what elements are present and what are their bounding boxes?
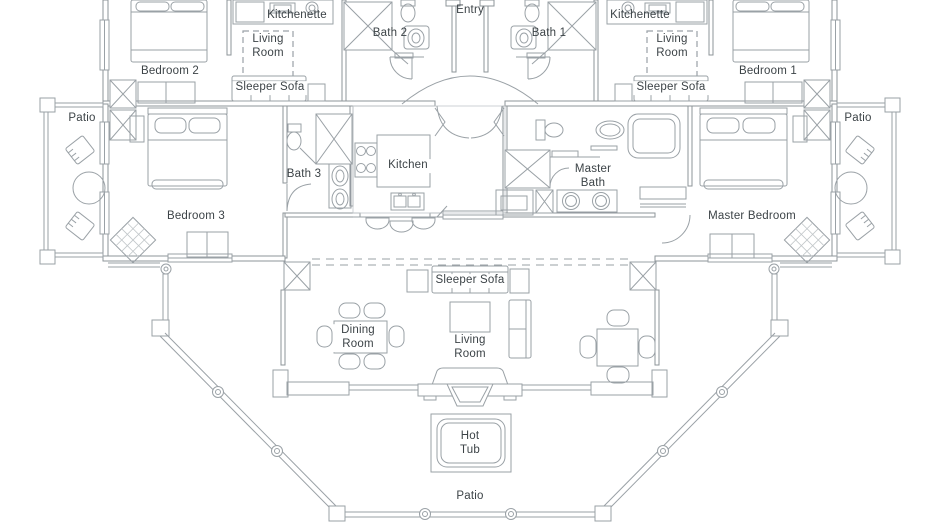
- patio-right-furniture: [834, 97, 901, 265]
- room-label-kitchenette-right: Kitchenette: [610, 9, 670, 22]
- master-bath-fixtures: [495, 113, 691, 244]
- room-label-living-room-main: Living Room: [454, 334, 486, 360]
- master-bedroom-furniture: [699, 107, 831, 264]
- room-label-patio-right: Patio: [844, 112, 872, 125]
- patio-left-furniture: [39, 97, 106, 265]
- kitchenette-right-icon: [606, 0, 708, 25]
- room-label-master-bath: Master Bath: [574, 163, 612, 189]
- windows: [99, 19, 841, 263]
- room-label-dining-room: Dining Room: [333, 324, 383, 352]
- deck-railing: [108, 262, 832, 522]
- game-table-icon: [579, 309, 656, 384]
- room-label-bedroom-1: Bedroom 1: [738, 65, 798, 78]
- entertainment-center-icon: [417, 367, 523, 407]
- room-label-bedroom-3: Bedroom 3: [166, 210, 226, 223]
- kitchenette-left-icon: [232, 0, 334, 25]
- bedroom1-furniture: [732, 0, 810, 104]
- room-label-kitchenette-left: Kitchenette: [267, 9, 327, 22]
- room-label-living-room-left: Living Room: [252, 33, 284, 59]
- room-label-bedroom-2: Bedroom 2: [140, 65, 200, 78]
- columns: [109, 79, 831, 291]
- entry-door-arch: [401, 75, 539, 105]
- label-sleeper-sofa-main: Sleeper Sofa: [432, 274, 508, 288]
- room-label-master-bedroom: Master Bedroom: [708, 210, 796, 223]
- buffet-left-icon: [272, 369, 420, 398]
- buffet-right-icon: [520, 369, 668, 398]
- label-sleeper-sofa-left: Sleeper Sofa: [232, 81, 308, 95]
- room-label-bath-2: Bath 2: [372, 27, 408, 40]
- bath1-fixtures: [510, 0, 597, 80]
- room-label-living-room-right: Living Room: [656, 33, 688, 59]
- bath2-fixtures: [343, 0, 430, 80]
- bedroom3-furniture: [109, 107, 229, 264]
- bedroom2-furniture: [130, 0, 208, 104]
- bath3-fixtures: [286, 113, 353, 212]
- room-label-kitchen: Kitchen: [385, 159, 431, 173]
- label-hot-tub: Hot Tub: [452, 430, 488, 458]
- living-room-main-furniture: [449, 299, 532, 359]
- room-label-patio-bottom: Patio: [456, 490, 484, 503]
- room-label-entry: Entry: [456, 4, 484, 17]
- room-label-bath-3: Bath 3: [286, 168, 322, 181]
- label-sleeper-sofa-right: Sleeper Sofa: [633, 81, 709, 95]
- hot-tub-icon: [430, 413, 512, 473]
- walls: [102, 0, 838, 366]
- room-label-bath-1: Bath 1: [531, 27, 567, 40]
- room-label-patio-left: Patio: [68, 112, 96, 125]
